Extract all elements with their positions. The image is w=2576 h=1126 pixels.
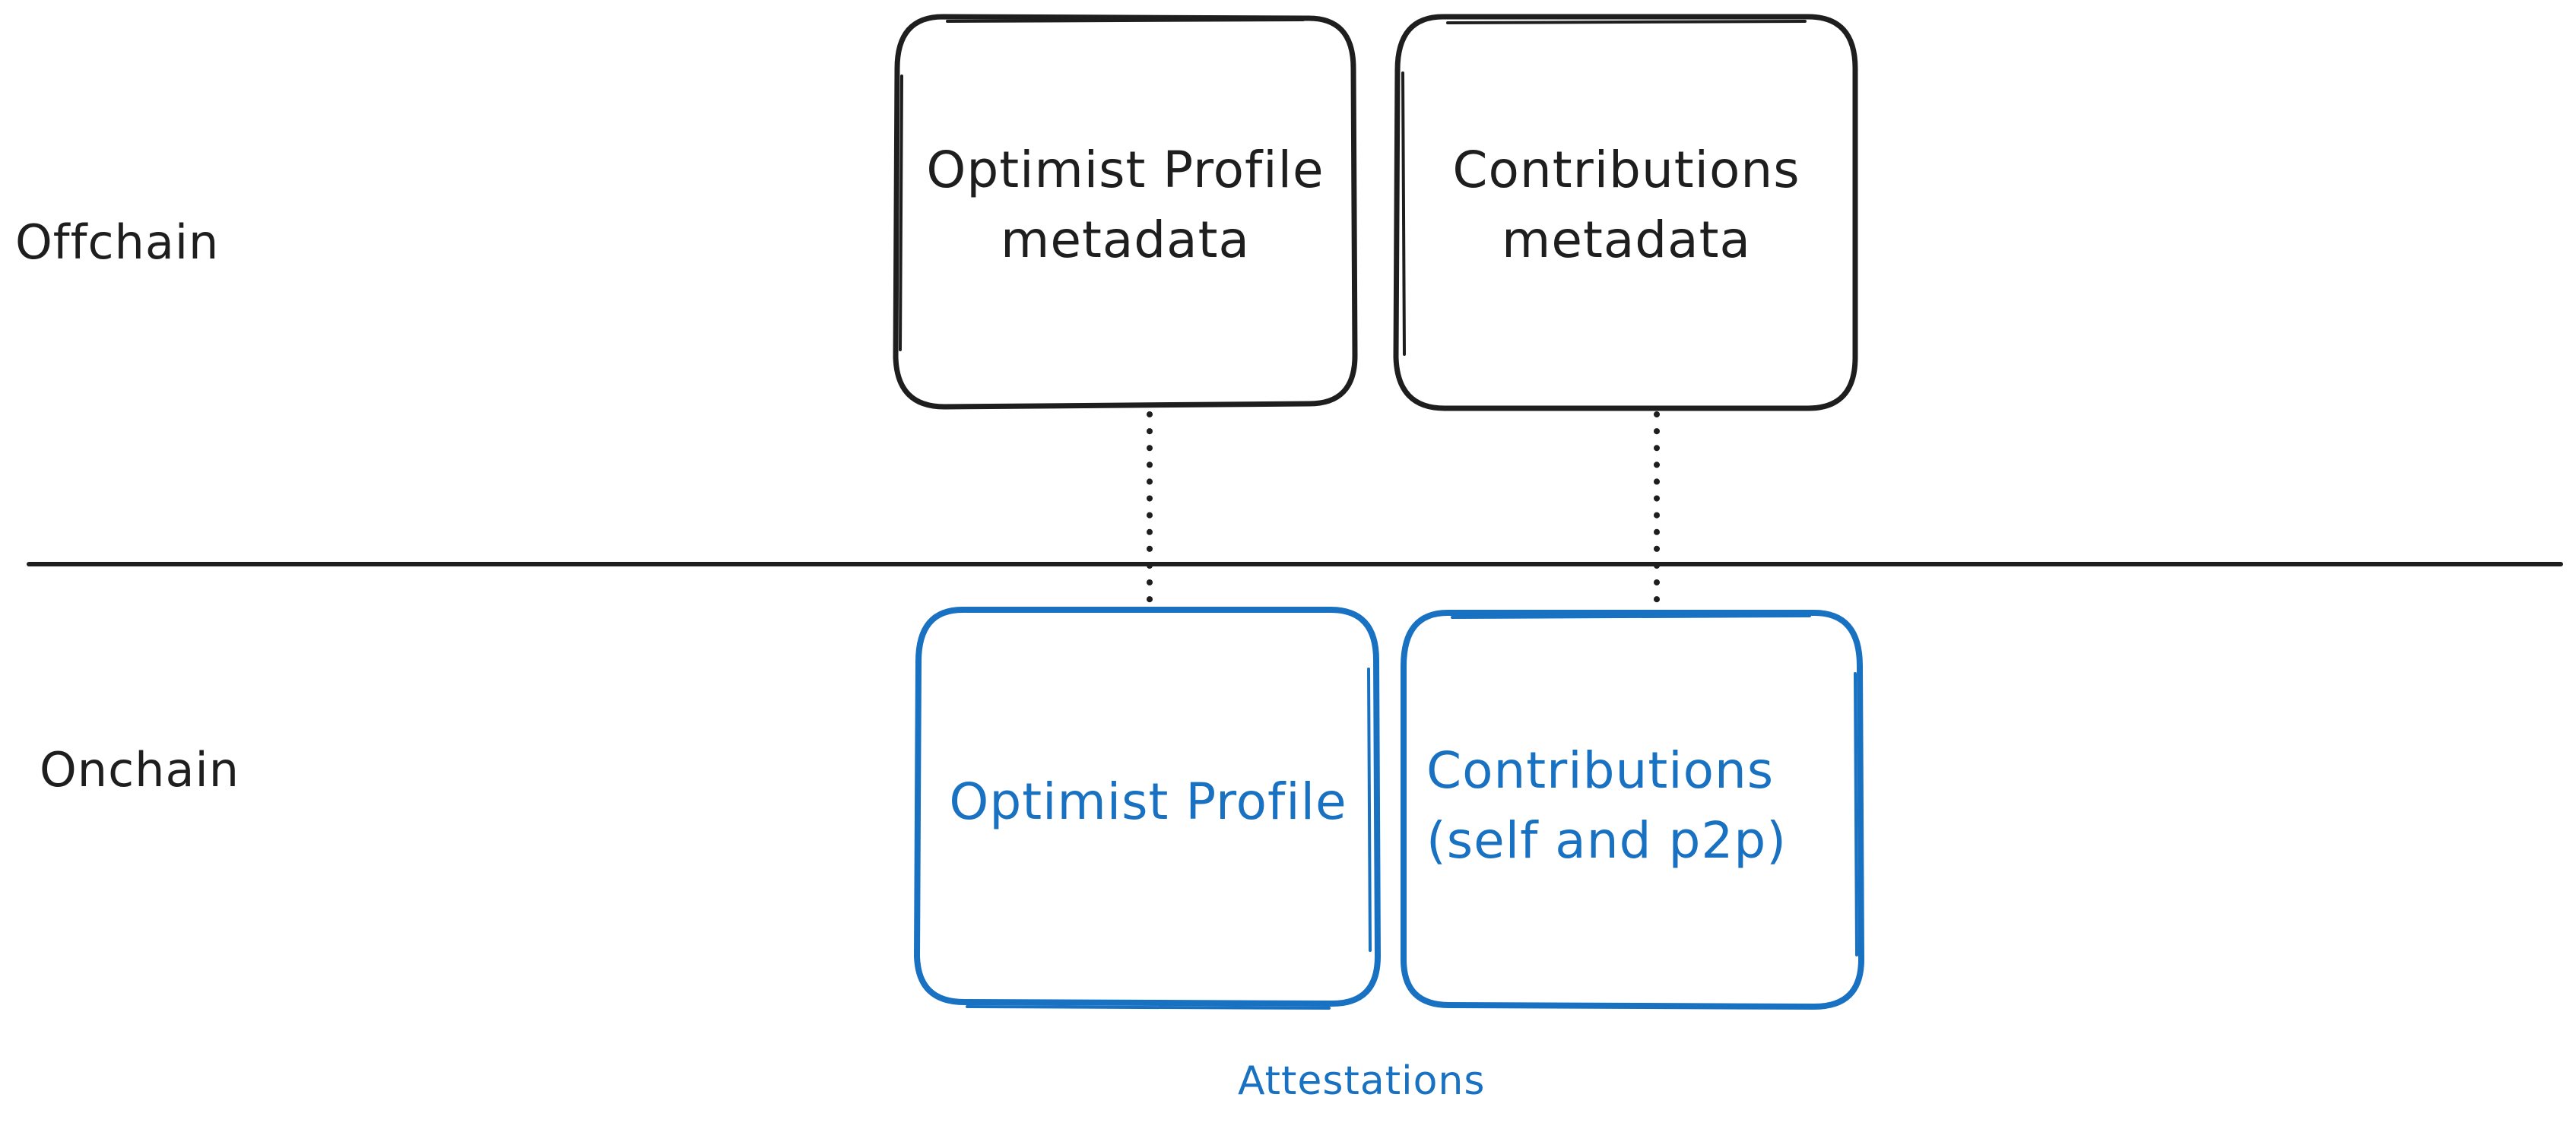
onchain-box-2-line-1: Contributions [1426, 741, 1775, 800]
offchain-box-1-line-2: metadata [1001, 211, 1250, 269]
offchain-box-1-line-1: Optimist Profile [926, 141, 1324, 199]
onchain-box-optimist-profile-sketch [966, 668, 1372, 1010]
offchain-label: Offchain [15, 214, 220, 270]
onchain-box-optimist-profile[interactable] [914, 607, 1381, 1007]
offchain-box-optimist-profile-metadata-sketch [899, 18, 1305, 351]
onchain-box-contributions-sketch [1451, 614, 1858, 956]
offchain-box-optimist-profile-metadata[interactable] [893, 14, 1358, 410]
onchain-box-contributions[interactable] [1401, 610, 1864, 1010]
offchain-box-contributions-metadata-sketch [1401, 20, 1807, 356]
onchain-box-2-line-2: (self and p2p) [1426, 811, 1787, 870]
offchain-box-2-line-2: metadata [1502, 211, 1751, 269]
offchain-box-optimist-profile-metadata-text: Optimist Profile metadata [897, 133, 1353, 278]
onchain-box-1-line-1: Optimist Profile [949, 772, 1347, 831]
attestations-caption: Attestations [1238, 1058, 1486, 1104]
onchain-box-optimist-profile-text: Optimist Profile [918, 764, 1378, 840]
onchain-box-contributions-text: Contributions (self and p2p) [1404, 734, 1837, 878]
onchain-label: Onchain [40, 742, 240, 798]
offchain-box-2-line-1: Contributions [1452, 141, 1800, 199]
offchain-box-contributions-metadata-text: Contributions metadata [1397, 133, 1855, 278]
offchain-box-contributions-metadata[interactable] [1393, 14, 1858, 411]
